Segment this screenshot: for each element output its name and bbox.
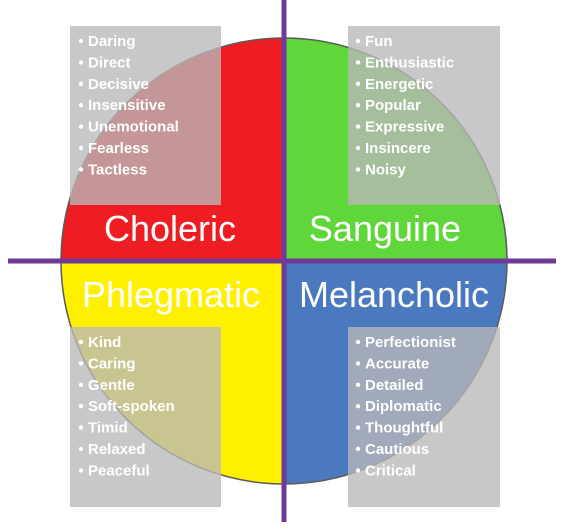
- bullet-icon: [355, 81, 361, 87]
- melancholic-title: Melancholic: [299, 274, 489, 315]
- bullet-icon: [355, 60, 361, 65]
- sanguine-trait-list: FunEnthusiasticEnergeticPopularExpressiv…: [355, 33, 454, 178]
- trait-item: Cautious: [365, 441, 429, 458]
- melancholic-trait-panel: [348, 327, 500, 507]
- trait-item: Caring: [88, 355, 136, 372]
- bullet-icon: [78, 382, 84, 387]
- trait-item: Kind: [88, 334, 121, 351]
- bullet-icon: [78, 339, 84, 345]
- bullet-icon: [78, 361, 84, 366]
- trait-item: Perfectionist: [365, 334, 456, 351]
- trait-item: Expressive: [365, 119, 444, 136]
- bullet-icon: [355, 468, 361, 473]
- phlegmatic-trait-list: KindCaringGentleSoft-spokenTimidRelaxedP…: [78, 334, 175, 479]
- melancholic-trait-list: PerfectionistAccurateDetailedDiplomaticT…: [355, 334, 456, 479]
- bullet-icon: [78, 124, 84, 129]
- choleric-trait-panel: [70, 26, 221, 205]
- bullet-icon: [355, 339, 361, 345]
- bullet-icon: [78, 404, 84, 409]
- bullet-icon: [355, 382, 361, 387]
- bullet-icon: [78, 60, 84, 65]
- bullet-icon: [355, 145, 361, 151]
- sanguine-trait-panel: [348, 26, 500, 205]
- trait-item: Noisy: [365, 161, 407, 178]
- trait-item: Popular: [365, 97, 421, 114]
- bullet-icon: [78, 167, 84, 172]
- bullet-icon: [355, 124, 361, 129]
- bullet-icon: [78, 103, 84, 108]
- bullet-icon: [355, 361, 361, 366]
- trait-item: Accurate: [365, 355, 429, 372]
- trait-item: Enthusiastic: [365, 54, 454, 71]
- bullet-icon: [78, 446, 84, 452]
- bullet-icon: [355, 103, 361, 108]
- choleric-trait-list: DaringDirectDecisiveInsensitiveUnemotion…: [78, 33, 179, 178]
- trait-item: Gentle: [88, 377, 135, 394]
- trait-item: Energetic: [365, 76, 433, 93]
- bullet-icon: [355, 425, 361, 430]
- trait-item: Decisive: [88, 76, 149, 93]
- trait-item: Timid: [88, 420, 128, 437]
- trait-item: Fearless: [88, 140, 149, 157]
- trait-item: Unemotional: [88, 119, 179, 136]
- bullet-icon: [78, 81, 84, 87]
- sanguine-title: Sanguine: [309, 208, 461, 249]
- choleric-title: Choleric: [104, 208, 236, 249]
- trait-item: Thoughtful: [365, 420, 443, 437]
- trait-item: Diplomatic: [365, 398, 442, 415]
- trait-item: Critical: [365, 462, 416, 479]
- bullet-icon: [78, 38, 84, 44]
- trait-item: Peaceful: [88, 462, 150, 479]
- bullet-icon: [355, 167, 361, 172]
- trait-item: Insensitive: [88, 97, 166, 114]
- trait-item: Tactless: [88, 161, 147, 178]
- trait-item: Insincere: [365, 140, 431, 157]
- trait-item: Direct: [88, 54, 131, 71]
- bullet-icon: [78, 425, 84, 430]
- bullet-icon: [355, 38, 361, 44]
- bullet-icon: [355, 446, 361, 452]
- trait-item: Fun: [365, 33, 393, 50]
- trait-item: Daring: [88, 33, 136, 50]
- trait-item: Detailed: [365, 377, 423, 394]
- trait-item: Relaxed: [88, 441, 146, 458]
- bullet-icon: [355, 404, 361, 409]
- phlegmatic-title: Phlegmatic: [82, 274, 260, 315]
- trait-item: Soft-spoken: [88, 398, 175, 415]
- bullet-icon: [78, 145, 84, 151]
- phlegmatic-trait-panel: [70, 327, 221, 507]
- bullet-icon: [78, 468, 84, 473]
